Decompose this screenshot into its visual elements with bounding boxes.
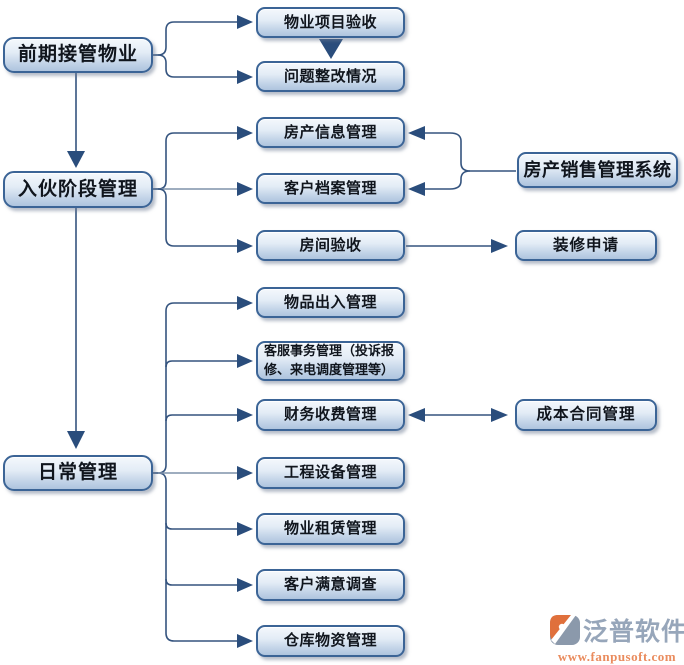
node-customer-service: 客服事务管理（投诉报修、来电调度管理等） (256, 341, 405, 381)
node-movein-stage: 入伙阶段管理 (3, 171, 153, 208)
node-daily-mgmt: 日常管理 (3, 455, 153, 491)
node-room-acceptance: 房间验收 (256, 230, 405, 261)
edge-pre-to-movein (67, 73, 85, 168)
logo-text: 泛普软件 (583, 618, 684, 646)
node-pre-takeover: 前期接管物业 (3, 37, 153, 73)
edges-pre-takeover (153, 15, 253, 84)
edge-movein-to-daily (67, 208, 85, 449)
node-decoration-apply: 装修申请 (515, 230, 657, 261)
edges-sales-system (408, 126, 516, 196)
fanpu-watermark: 泛普软件 www.fanpusoft.com (550, 612, 684, 665)
edge-finance-cost (408, 408, 508, 422)
node-engineering-equipment: 工程设备管理 (256, 457, 405, 489)
fanpu-logo-icon (550, 615, 580, 645)
node-issue-rectification: 问题整改情况 (256, 61, 405, 92)
node-customer-archives: 客户档案管理 (256, 173, 405, 204)
edges-movein (153, 126, 253, 253)
node-sales-system: 房产销售管理系统 (517, 152, 678, 188)
node-property-leasing: 物业租赁管理 (256, 513, 405, 545)
block-arrow-down (319, 39, 343, 59)
node-project-acceptance: 物业项目验收 (256, 7, 405, 38)
logo-url: www.fanpusoft.com (557, 649, 677, 664)
edge-room-to-decoration (406, 239, 508, 253)
node-cost-contract: 成本合同管理 (515, 399, 657, 431)
node-item-inout: 物品出入管理 (256, 287, 405, 318)
node-property-info: 房产信息管理 (256, 117, 405, 148)
node-satisfaction-survey: 客户满意调查 (256, 569, 405, 601)
edges-daily (153, 296, 253, 648)
node-warehouse-material: 仓库物资管理 (256, 625, 405, 657)
node-finance-fee: 财务收费管理 (256, 399, 405, 431)
